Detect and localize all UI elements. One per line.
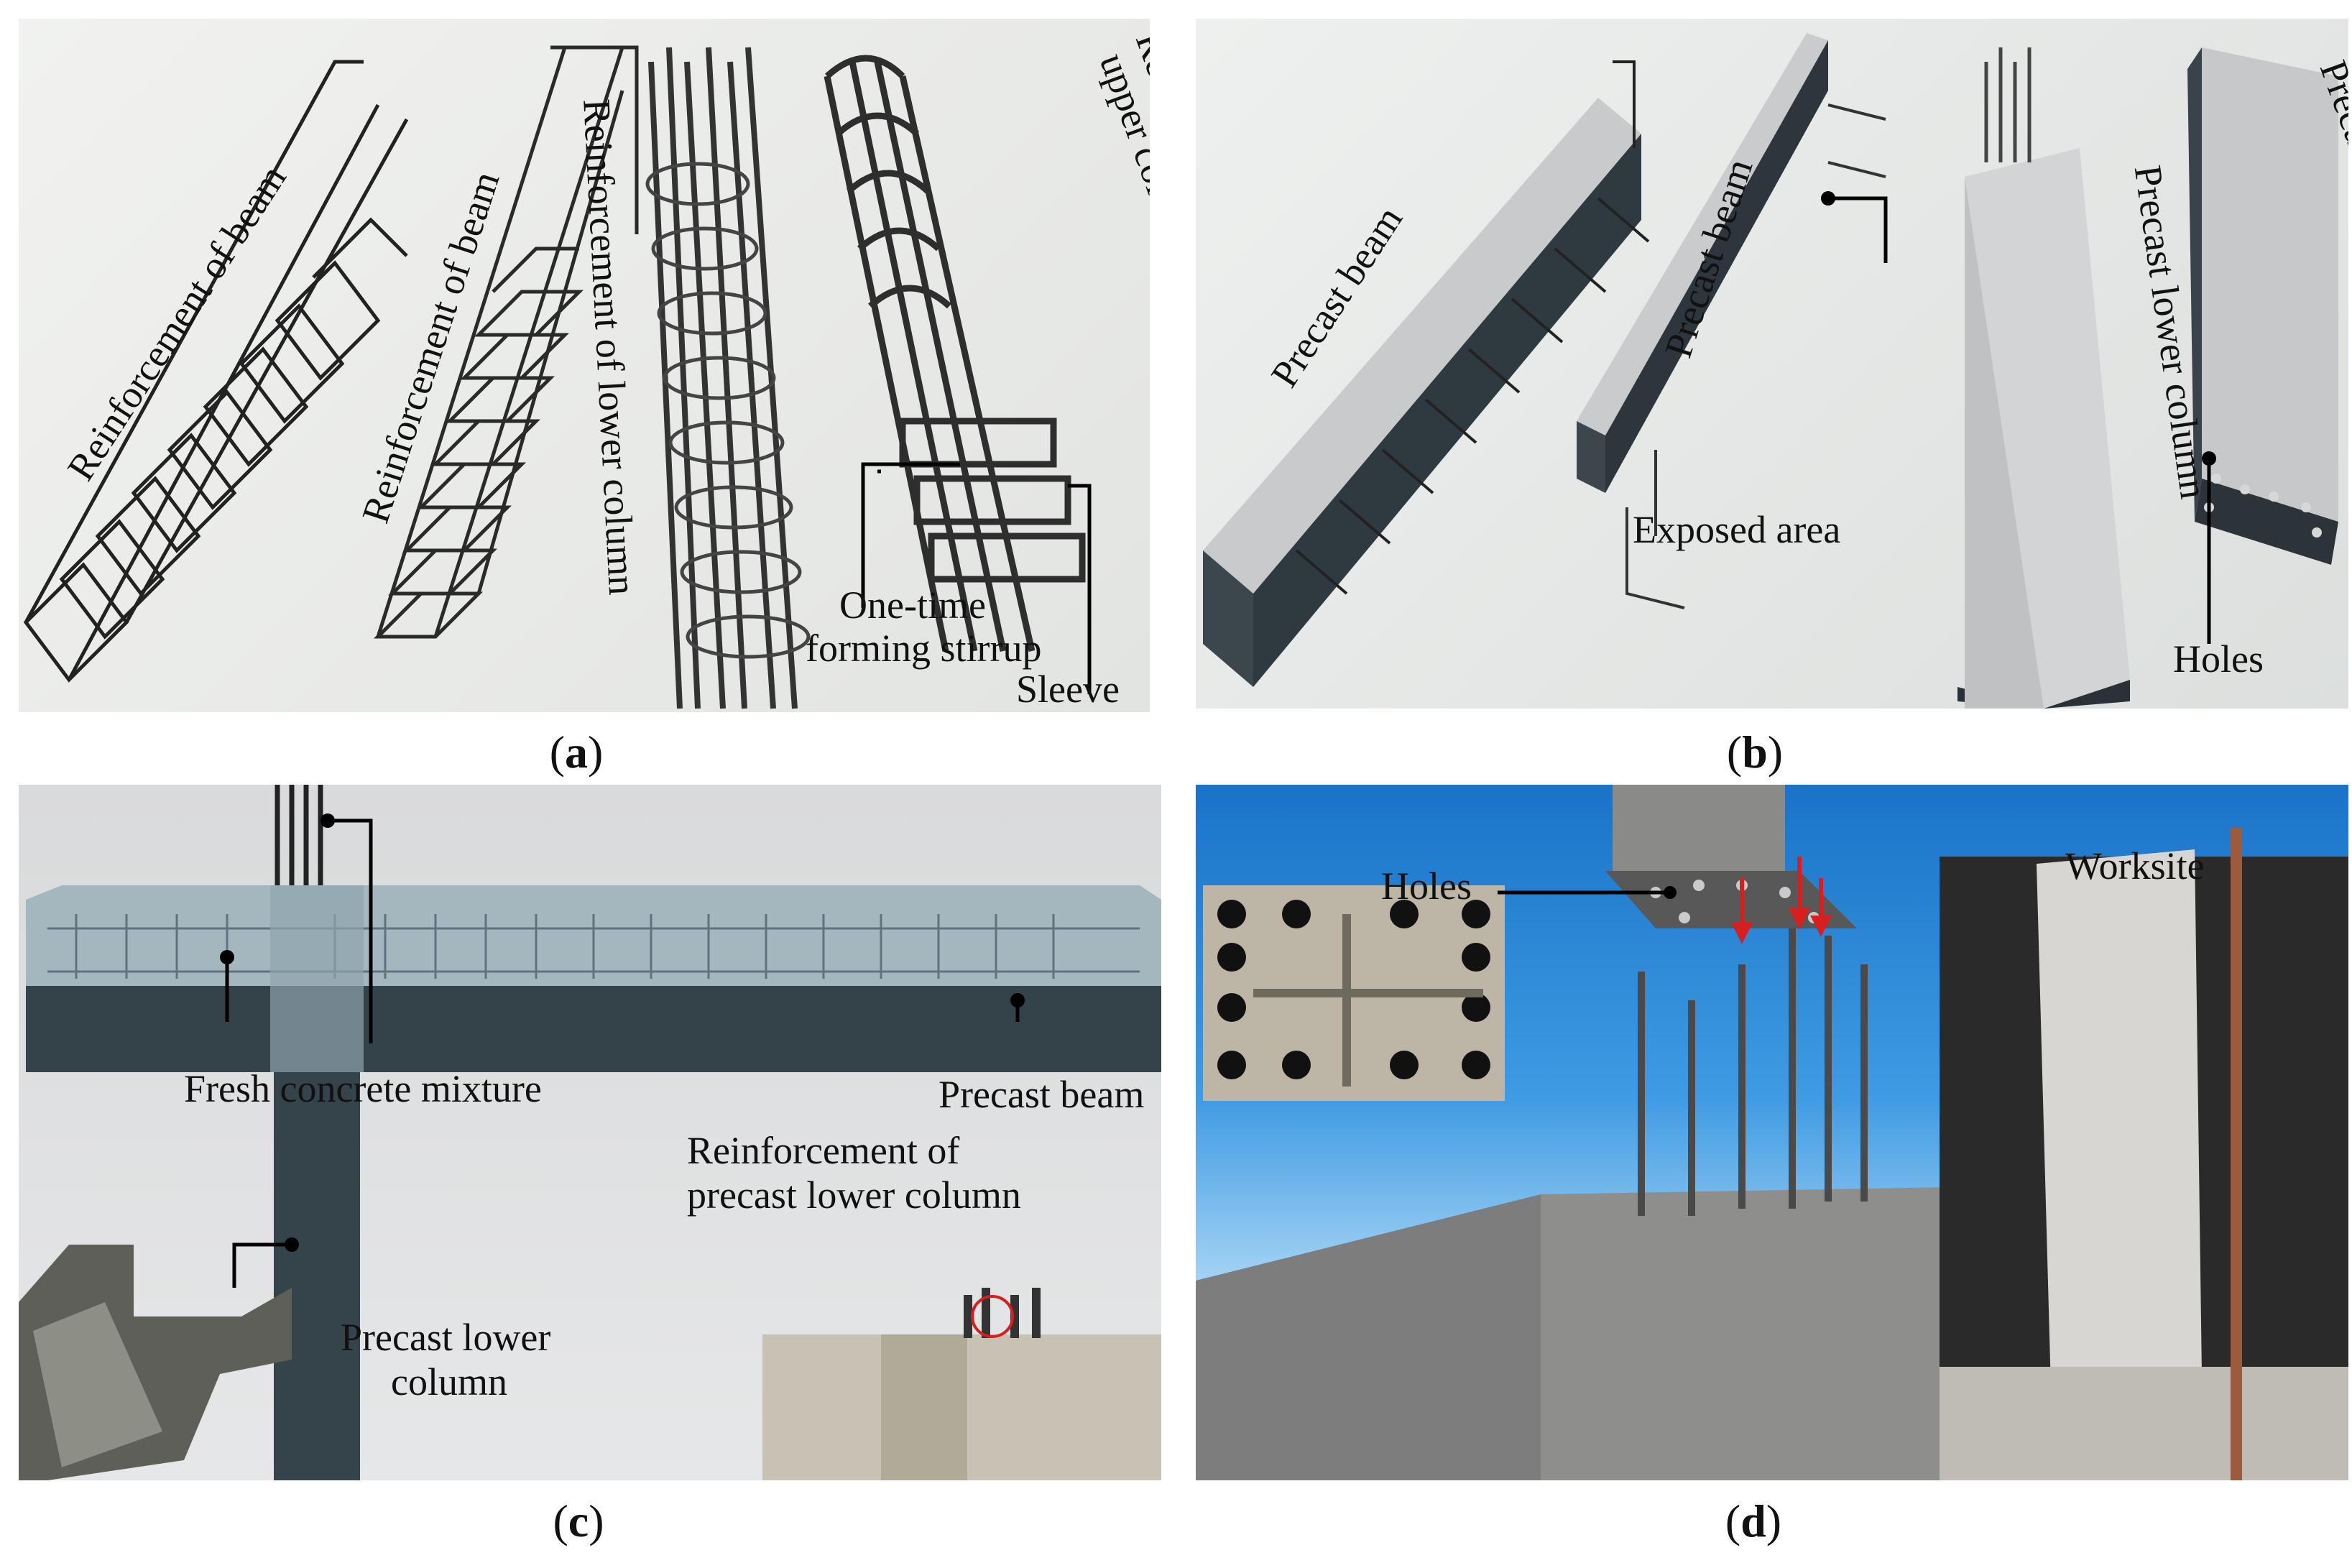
lower-column-rebars-d: [1638, 928, 1868, 1216]
red-alignment-arrows: [1731, 857, 1832, 944]
panel-a-reinforcement: Reinforcement of beam Reinforcement of b…: [19, 19, 1150, 712]
precast-lower-column: [1957, 148, 2130, 709]
label-fresh-concrete-mixture: Fresh concrete mixture: [184, 1067, 542, 1110]
inset-photo-right: [762, 1288, 1161, 1480]
precast-lower-column-rebars: [1984, 47, 2032, 162]
column-rebars-c: [275, 785, 323, 885]
label-reinforcement-of-precast-col-line2: precast lower column: [687, 1173, 1021, 1217]
precast-beam-2-rebars: [1625, 103, 1886, 609]
caption-b: (b): [1726, 727, 1784, 778]
label-one-time: One-time: [839, 584, 986, 627]
inset-photo-left: [19, 1245, 292, 1480]
label-worksite: Worksite: [2065, 844, 2205, 887]
label-precast-lower-column-line1: Precast lower: [341, 1316, 551, 1359]
precast-beam-1-rebars: [1295, 60, 1650, 595]
beam-reinforcement-1: [23, 60, 409, 683]
panel-c-leader-lines: [225, 818, 1020, 1288]
precast-components-illustration: [1203, 33, 2338, 709]
reinforcement-illustration: [23, 45, 1092, 709]
inset-worksite-photo: [1940, 828, 2348, 1480]
precast-lower-column-c: [270, 885, 364, 1480]
beam-stirrups-c: [47, 914, 1140, 979]
lower-column-spiral: [645, 162, 811, 659]
caption-c: (c): [553, 1495, 604, 1546]
label-reinforcement-of-precast-col-line1: Reinforcement of: [687, 1129, 960, 1172]
panel-d-worksite: Holes Worksite: [1196, 785, 2348, 1480]
label-holes-b: Holes: [2173, 637, 2264, 681]
precast-upper-column: [2187, 47, 2338, 565]
precast-beam-1: [1203, 98, 1641, 687]
upper-column-reinforcement: [824, 55, 1086, 652]
caption-a: (a): [549, 727, 604, 778]
label-exposed-area: Exposed area: [1633, 508, 1841, 551]
panel-a-leader-lines: [861, 462, 1092, 694]
label-holes-d: Holes: [1381, 864, 1472, 908]
beam-reinforcement-2: [373, 45, 639, 639]
label-precast-lower-column-line2: column: [391, 1360, 507, 1403]
worksite-scene-illustration: [1196, 785, 2348, 1480]
beam-column-connection-illustration: [19, 785, 1161, 1480]
precast-beam-2: [1577, 33, 1828, 493]
label-precast-beam-c: Precast beam: [939, 1073, 1145, 1116]
lower-column-reinforcement: [648, 47, 798, 709]
label-sleeve: Sleeve: [1016, 668, 1120, 711]
panel-c-connection: Fresh concrete mixture Precast beam Rein…: [19, 785, 1161, 1480]
label-forming-stirrup: forming stirrup: [806, 627, 1042, 670]
caption-d: (d): [1725, 1495, 1782, 1546]
inset-holes-photo: [1203, 885, 1505, 1101]
panel-b-leader-lines: [1828, 196, 2211, 644]
panel-b-precast-components: Precast beam Precast beam Precast lower …: [1196, 19, 2348, 709]
